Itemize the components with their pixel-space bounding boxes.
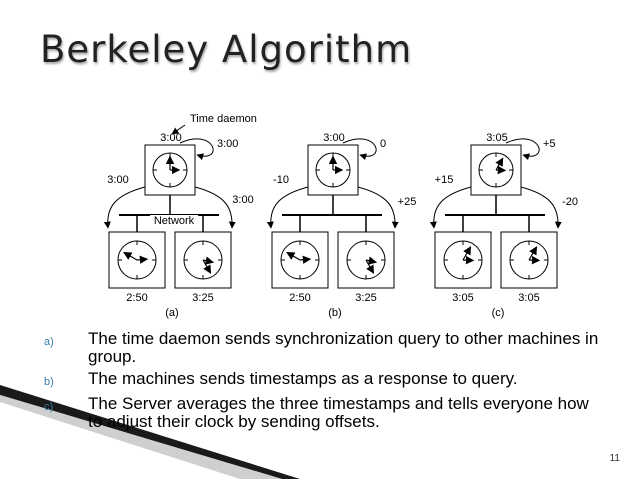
clock-minute-hand <box>462 246 472 261</box>
server-clock-icon <box>152 152 188 188</box>
client-left-time-label: 3:05 <box>452 292 473 304</box>
server-loop-label: 3:00 <box>217 138 238 150</box>
left-arrow <box>103 186 146 229</box>
client-left-clock-icon <box>443 240 483 280</box>
client-left-clock-icon <box>280 240 320 280</box>
server-time-label: 3:00 <box>160 132 181 144</box>
right-arrow-label: 3:00 <box>232 194 253 206</box>
bullet-text: The time daemon sends synchronization qu… <box>88 329 599 366</box>
client-left-clock-icon <box>117 240 157 280</box>
page-title: Berkeley Algorithm <box>40 28 413 71</box>
bullet-text: The Server averages the three timestamps… <box>88 394 589 431</box>
bullet-marker: b) <box>44 376 54 388</box>
server-loop-label: 0 <box>380 138 386 150</box>
left-arrow <box>266 186 309 229</box>
bullet-list: a) The time daemon sends synchronization… <box>44 330 604 435</box>
right-arrow <box>520 186 562 229</box>
panel-caption: (b) <box>328 307 341 319</box>
panel-caption: (a) <box>165 307 178 319</box>
bullet-text: The machines sends timestamps as a respo… <box>88 369 518 388</box>
clock-minute-hand <box>365 259 375 274</box>
right-arrow <box>357 186 399 229</box>
bullet-item: b) The machines sends timestamps as a re… <box>44 370 604 391</box>
clock-hour-hand <box>136 255 149 264</box>
time-daemon-pointer <box>171 124 186 135</box>
server-time-label: 3:00 <box>323 132 344 144</box>
server-time-label: 3:05 <box>486 132 507 144</box>
left-arrow-label: +15 <box>435 174 454 186</box>
wedge-shadow <box>0 395 282 479</box>
bullet-marker: c) <box>44 401 54 413</box>
client-right-time-label: 3:05 <box>518 292 539 304</box>
time-daemon-label: Time daemon <box>190 113 257 125</box>
right-arrow <box>194 186 236 229</box>
client-right-clock-icon <box>509 240 549 280</box>
client-right-clock-icon <box>183 240 223 280</box>
clock-minute-hand <box>123 251 138 261</box>
server-clock-icon <box>315 152 351 188</box>
diagram-panel: 3:05 +5 3:05 3:05 +15 -20 (c) <box>429 132 578 319</box>
bullet-item: c) The Server averages the three timesta… <box>44 395 604 431</box>
client-left-time-label: 2:50 <box>126 292 147 304</box>
server-loop-arrow <box>342 138 377 161</box>
left-arrow-label: -10 <box>273 174 289 186</box>
clock-minute-hand <box>528 246 538 261</box>
client-right-clock-icon <box>346 240 386 280</box>
network-label: Network <box>154 215 195 227</box>
server-loop-label: +5 <box>543 138 556 150</box>
right-arrow-label: -20 <box>562 196 578 208</box>
server-clock-icon <box>478 152 514 188</box>
server-loop-arrow <box>505 138 540 161</box>
right-arrow-label: +25 <box>398 196 417 208</box>
server-loop-arrow <box>179 138 214 161</box>
panel-caption: (c) <box>492 307 505 319</box>
left-arrow <box>429 186 472 229</box>
clock-minute-hand <box>202 259 212 274</box>
left-arrow-label: 3:00 <box>107 174 128 186</box>
wedge-shape <box>0 385 300 479</box>
client-left-time-label: 2:50 <box>289 292 310 304</box>
clock-hour-hand <box>299 255 312 264</box>
diagram-panel: 3:00 0 2:50 3:25 -10 +25 (b) <box>266 132 417 319</box>
client-right-time-label: 3:25 <box>192 292 213 304</box>
clock-minute-hand <box>495 157 504 171</box>
network-label-bg <box>150 215 198 226</box>
bullet-item: a) The time daemon sends synchronization… <box>44 330 604 366</box>
clock-hour-hand <box>365 256 378 265</box>
clock-minute-hand <box>286 251 301 261</box>
client-right-time-label: 3:25 <box>355 292 376 304</box>
bullet-marker: a) <box>44 336 54 348</box>
clock-hour-hand <box>202 256 215 265</box>
page-number: 11 <box>609 453 620 464</box>
